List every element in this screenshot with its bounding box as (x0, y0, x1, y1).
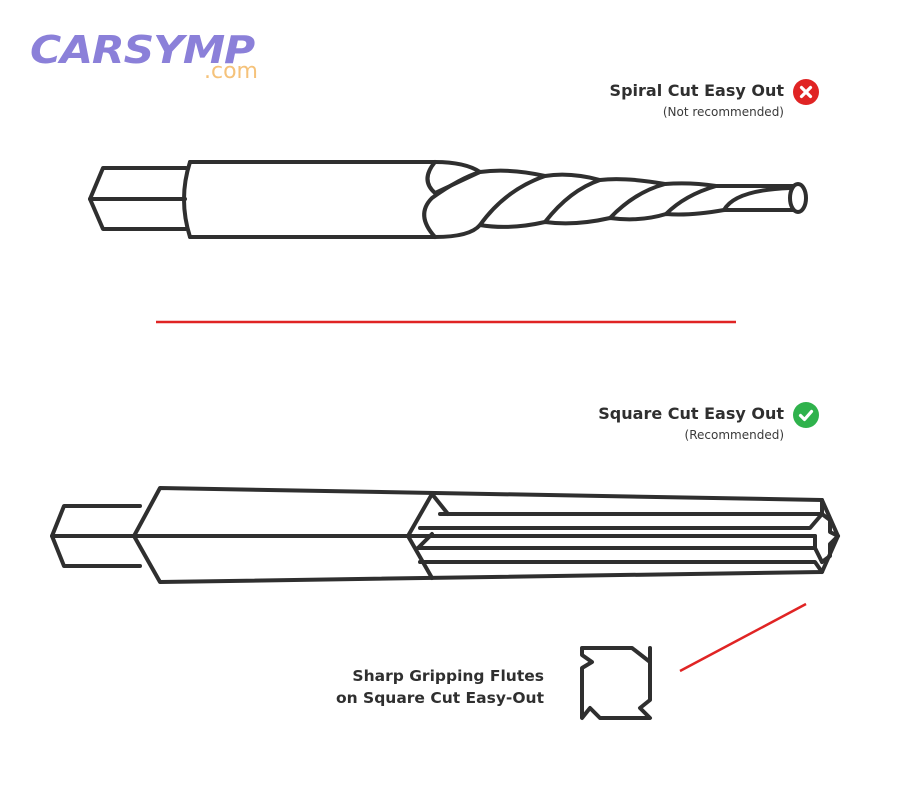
flutes-caption-line2: on Square Cut Easy-Out (335, 689, 544, 707)
spiral-cut-easy-out-drawing (88, 160, 808, 239)
spiral-cut-note: (Not recommended) (662, 105, 784, 119)
logo-wordmark: CARSYMP (30, 28, 255, 72)
logo-domain-suffix: .com (204, 59, 258, 84)
flutes-caption: Sharp Gripping Flutes on Square Cut Easy… (336, 665, 544, 709)
flutes-caption-line1: Sharp Gripping Flutes (352, 667, 544, 685)
square-cut-title: Square Cut Easy Out (598, 404, 784, 423)
square-cross-section-icon (580, 646, 652, 720)
square-cut-easy-out-drawing (50, 486, 840, 584)
carsymp-logo: CARSYMP .com (30, 30, 280, 86)
square-cut-note: (Recommended) (684, 428, 784, 442)
spiral-cut-title: Spiral Cut Easy Out (609, 81, 784, 100)
callout-pointer-line (679, 602, 807, 673)
x-circle-icon (793, 79, 819, 105)
check-circle-icon (793, 402, 819, 428)
